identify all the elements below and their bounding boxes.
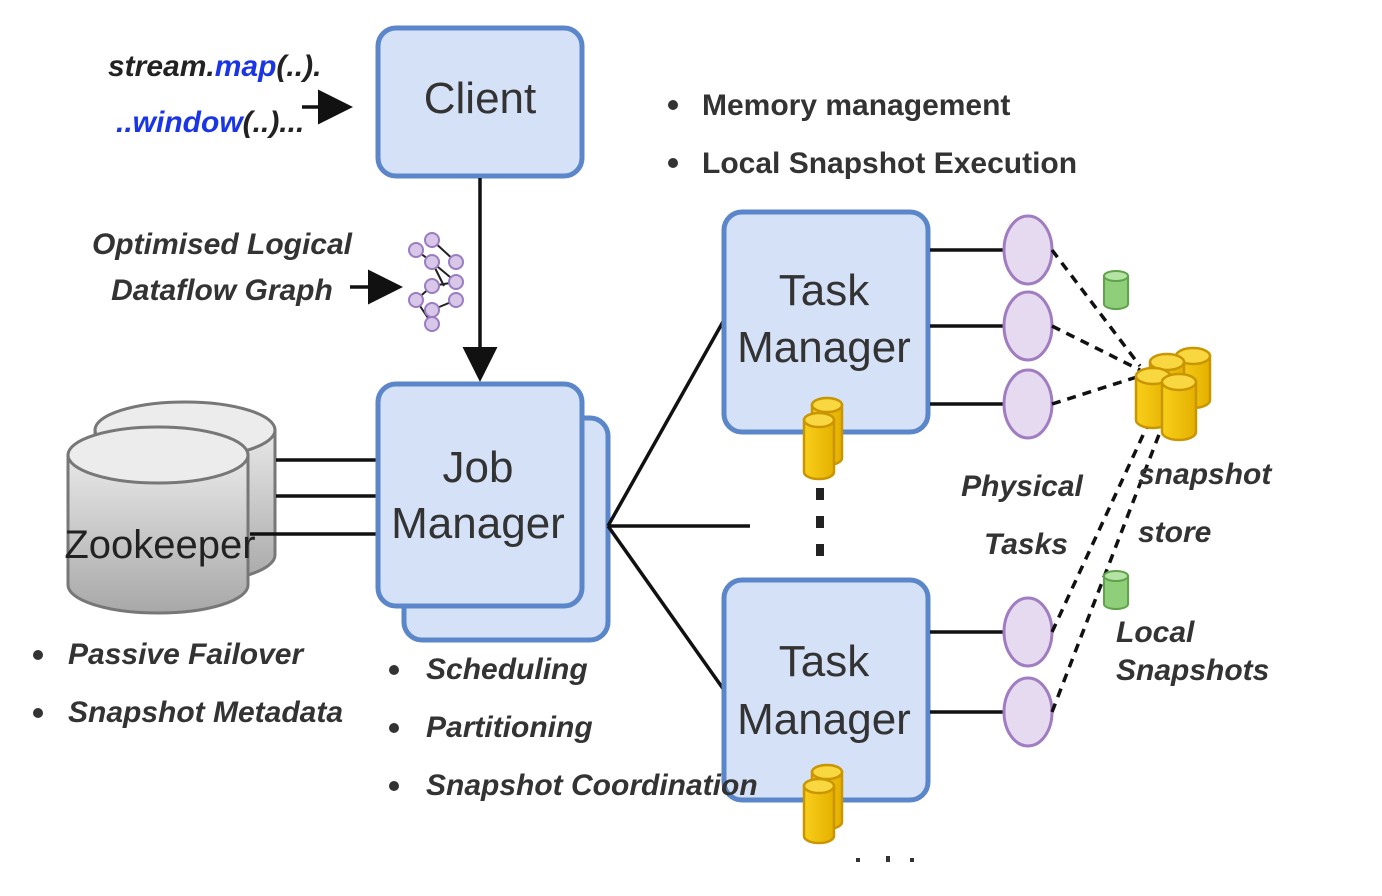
- physical-task-node: [1002, 368, 1054, 440]
- code-line2-prefix: ..: [116, 106, 133, 139]
- zookeeper-bullets: Passive Failover Snapshot Metadata: [33, 638, 343, 729]
- jobmanager-label-line1: Job: [443, 443, 514, 492]
- bullet-local-snapshot-execution: Local Snapshot Execution: [702, 147, 1077, 180]
- physical-tasks-label: Physical Tasks: [961, 470, 1083, 561]
- jobmanager-label-line2: Manager: [391, 499, 565, 548]
- taskmanager-bottom-line2: Manager: [737, 695, 911, 744]
- local-snapshot-db-icon-top: [1103, 270, 1129, 310]
- local-snapshot-db-icon-bottom: [1103, 570, 1129, 610]
- bullet-snapshot-metadata: Snapshot Metadata: [68, 696, 343, 729]
- taskmanager-top-line1: Task: [779, 266, 870, 315]
- code-line2-suffix: (..)...: [243, 106, 305, 139]
- logical-graph-line2: Dataflow Graph: [111, 274, 333, 307]
- jobmanager-taskmanager-links: [606, 319, 750, 692]
- client-label: Client: [424, 74, 537, 123]
- physical-task-node: [1002, 214, 1054, 286]
- snapshot-store-icon: [1134, 346, 1212, 442]
- dataflow-graph-icon: [408, 232, 464, 332]
- jobmanager-node: Job Manager: [375, 381, 611, 643]
- snapshot-store-line2: store: [1138, 516, 1211, 549]
- code-line1-suffix: (..).: [276, 50, 321, 83]
- cropped-ellipsis-marks: [856, 856, 914, 862]
- taskmanager-bottom-line1: Task: [779, 637, 870, 686]
- bullet-snapshot-coordination: Snapshot Coordination: [426, 769, 758, 802]
- physical-tasks-bottom: [930, 596, 1054, 748]
- physical-tasks-line2: Tasks: [984, 528, 1068, 561]
- zookeeper-node: Zookeeper: [64, 400, 277, 615]
- bullet-memory-management: Memory management: [702, 89, 1010, 122]
- logical-graph-label: Optimised Logical Dataflow Graph: [92, 228, 403, 307]
- local-snapshots-line1: Local: [1116, 616, 1195, 649]
- code-line1-prefix: stream.: [108, 50, 215, 83]
- snapshot-links: [1050, 248, 1162, 713]
- physical-tasks-top: [930, 214, 1054, 440]
- bullet-partitioning: Partitioning: [426, 711, 593, 744]
- snapshot-store-label: snapshot store: [1138, 458, 1273, 549]
- taskmanager-bullets: Memory management Local Snapshot Executi…: [668, 89, 1077, 180]
- local-snapshots-label: Local Snapshots: [1116, 616, 1269, 687]
- jobmanager-bullets: Scheduling Partitioning Snapshot Coordin…: [389, 653, 758, 802]
- physical-task-node: [1002, 596, 1054, 668]
- local-state-db-icon-bottom: [802, 763, 844, 845]
- svg-text:stream.map(..).: stream.map(..).: [108, 50, 321, 83]
- client-node: Client: [375, 25, 585, 179]
- bullet-passive-failover: Passive Failover: [68, 638, 305, 671]
- physical-task-node: [1002, 676, 1054, 748]
- svg-text:..window(..)...: ..window(..)...: [116, 106, 304, 139]
- code-window-method: window: [133, 106, 245, 139]
- local-state-db-icon-top: [802, 396, 844, 481]
- physical-task-node: [1002, 290, 1054, 362]
- physical-tasks-line1: Physical: [961, 470, 1083, 503]
- zookeeper-jobmanager-links: [250, 458, 378, 536]
- taskmanager-top-line2: Manager: [737, 323, 911, 372]
- local-snapshots-line2: Snapshots: [1116, 654, 1269, 687]
- zookeeper-label: Zookeeper: [64, 523, 255, 567]
- snapshot-store-line1: snapshot: [1138, 458, 1273, 491]
- code-map-method: map: [215, 50, 277, 83]
- more-taskmanagers-ellipsis: [816, 488, 824, 556]
- taskmanager-bottom-node: Task Manager: [721, 577, 931, 803]
- logical-graph-line1: Optimised Logical: [92, 228, 353, 261]
- bullet-scheduling: Scheduling: [426, 653, 588, 686]
- code-snippet: stream.map(..). ..window(..)...: [108, 50, 353, 139]
